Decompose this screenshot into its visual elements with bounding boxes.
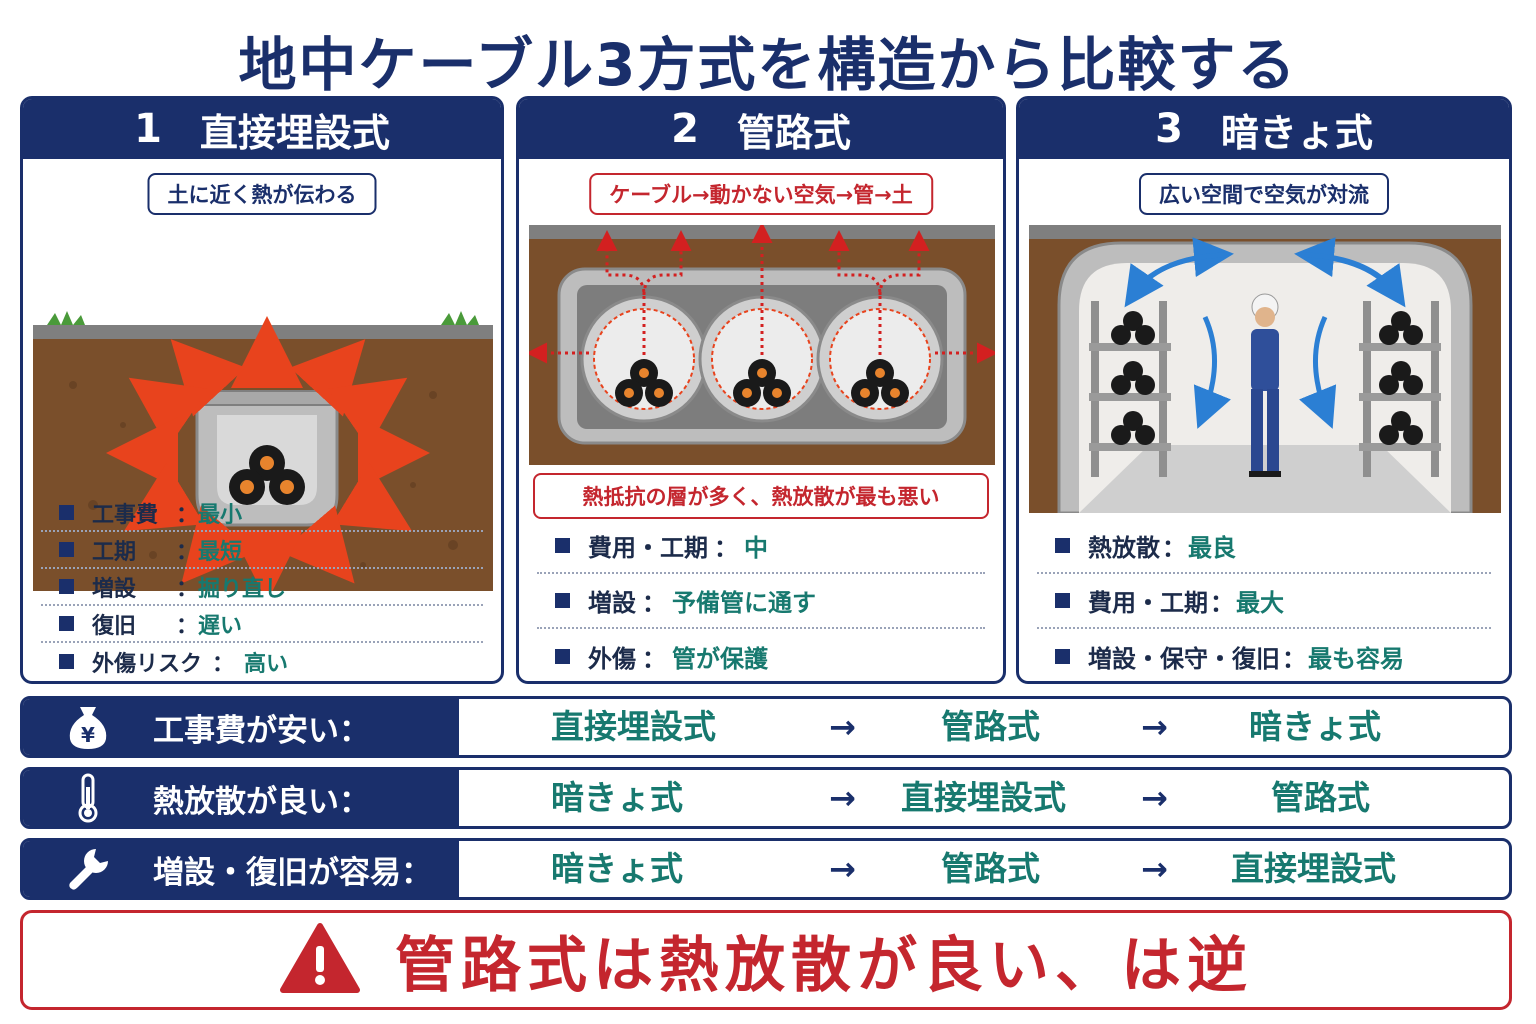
panel-title: 直接埋設式 (199, 110, 390, 155)
wrench-icon (53, 841, 123, 897)
spec-row: 復旧：遅い (41, 606, 483, 643)
spec-row: 費用・工期：中 (537, 519, 985, 574)
ranking-item: 管路式 (941, 707, 1040, 746)
airflow-arrows (1124, 237, 1406, 429)
panel-header: 2 管路式 (519, 99, 1003, 159)
panel-number: 2 (671, 106, 699, 152)
ranking-arrow: → (1141, 779, 1168, 817)
yen-symbol: ¥ (81, 723, 95, 747)
ranking-label-box: 熱放散が良い： (23, 770, 459, 826)
panel-number: 3 (1155, 106, 1183, 152)
ranking-arrow: → (829, 850, 856, 888)
spec-row: 外傷：管が保護 (537, 629, 985, 681)
cable-bundle (229, 445, 305, 505)
panel-caption: 広い空間で空気が対流 (1139, 173, 1389, 215)
ranking-item: 直接埋設式 (1231, 849, 1396, 888)
alert-banner: 管路式は熱放散が良い、は逆 (20, 910, 1512, 1010)
ranking-item: 管路式 (1271, 778, 1370, 817)
cable-rack-right (1359, 301, 1441, 477)
ranking-item: 管路式 (941, 849, 1040, 888)
ranking-label: 増設・復旧が容易： (153, 854, 432, 891)
panel-conduit: 2 管路式 ケーブル→動かない空気→管→土 (516, 96, 1006, 684)
thermometer-icon (53, 770, 123, 826)
ranking-item: 暗きょ式 (1249, 707, 1381, 746)
trough-lid (192, 390, 342, 406)
ranking-heat-dissipation: 熱放散が良い： 暗きょ式 → 直接埋設式 → 管路式 (20, 767, 1512, 829)
money-bag-icon: ¥ (53, 699, 123, 755)
ranking-label-box: 増設・復旧が容易： (23, 841, 459, 897)
ground-surface (33, 325, 493, 339)
culvert-illustration (1029, 225, 1501, 513)
warning-icon (279, 922, 361, 998)
panel-caption: 土に近く熱が伝わる (147, 173, 377, 215)
ranking-item: 直接埋設式 (551, 707, 716, 746)
panel-direct-burial: 1 直接埋設式 土に近く熱が伝わる (20, 96, 504, 684)
grass-icon (47, 311, 85, 325)
spec-row: 工事費：最小 (41, 495, 483, 532)
direct-burial-illustration (33, 225, 493, 591)
spec-list: 工事費：最小 工期：最短 増設：掘り直し 復旧：遅い 外傷リスク：高い (41, 495, 483, 680)
heat-path-arrows (529, 225, 995, 364)
ranking-item: 暗きょ式 (551, 778, 683, 817)
ranking-item: 直接埋設式 (901, 778, 1066, 817)
cable-bundle (615, 359, 909, 407)
ranking-expansion-recovery: 増設・復旧が容易： 暗きょ式 → 管路式 → 直接埋設式 (20, 838, 1512, 900)
spec-row: 増設・保守・復旧：最も容易 (1037, 629, 1491, 681)
conduit-illustration (529, 225, 995, 465)
ground-surface (1029, 225, 1501, 239)
spec-list: 熱放散：最良 費用・工期：最大 増設・保守・復旧：最も容易 (1037, 519, 1491, 681)
spec-row: 熱放散：最良 (1037, 519, 1491, 574)
grass-icon (441, 311, 479, 325)
heat-arrows (106, 316, 430, 591)
ranking-arrow: → (829, 779, 856, 817)
spec-row: 工期：最短 (41, 532, 483, 569)
panel-caption: ケーブル→動かない空気→管→土 (589, 173, 933, 215)
ranking-label: 工事費が安い： (153, 712, 370, 749)
ranking-label-box: ¥ 工事費が安い： (23, 699, 459, 755)
panel-title: 暗きょ式 (1220, 110, 1373, 155)
alert-text: 管路式は熱放散が良い、は逆 (395, 930, 1253, 1001)
ranking-order: 暗きょ式 → 直接埋設式 → 管路式 (459, 770, 1509, 826)
panel-culvert: 3 暗きょ式 広い空間で空気が対流 (1016, 96, 1512, 684)
cable-rack-left (1089, 301, 1171, 477)
spec-row: 費用・工期：最大 (1037, 574, 1491, 629)
ranking-arrow: → (1141, 850, 1168, 888)
panel-header: 3 暗きょ式 (1019, 99, 1509, 159)
panel-header: 1 直接埋設式 (23, 99, 501, 159)
ground-surface (529, 225, 995, 239)
panel-title: 管路式 (736, 110, 851, 155)
page-title: 地中ケーブル3方式を構造から比較する (238, 31, 1298, 99)
ranking-item: 暗きょ式 (551, 849, 683, 888)
ranking-arrow: → (1141, 708, 1168, 746)
spec-list: 費用・工期：中 増設：予備管に通す 外傷：管が保護 (537, 519, 985, 681)
warning-box: 熱抵抗の層が多く、熱放散が最も悪い (533, 473, 989, 519)
ranking-order: 直接埋設式 → 管路式 → 暗きょ式 (459, 699, 1509, 755)
ranking-arrow: → (829, 708, 856, 746)
ranking-order: 暗きょ式 → 管路式 → 直接埋設式 (459, 841, 1509, 897)
spec-row: 増設：掘り直し (41, 569, 483, 606)
spec-row: 外傷リスク：高い (41, 643, 483, 680)
ranking-construction-cost: ¥ 工事費が安い： 直接埋設式 → 管路式 → 暗きょ式 (20, 696, 1512, 758)
spec-row: 増設：予備管に通す (537, 574, 985, 629)
panel-number: 1 (134, 106, 162, 152)
worker-figure (1249, 293, 1281, 477)
ranking-label: 熱放散が良い： (153, 783, 370, 820)
